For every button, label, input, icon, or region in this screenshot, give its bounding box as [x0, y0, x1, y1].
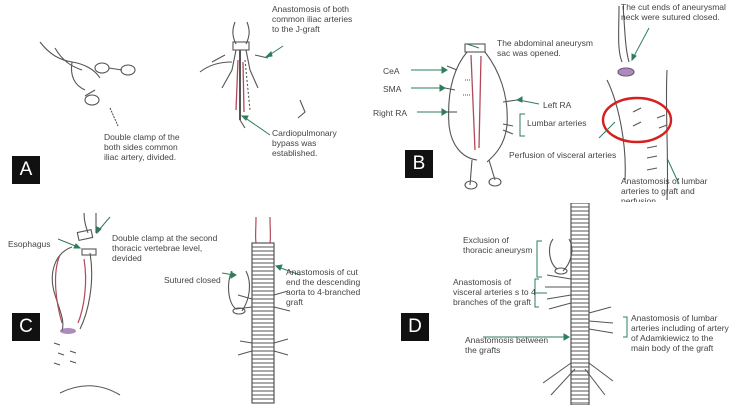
panel-d-between-note: Anastomosis between the grafts — [465, 335, 561, 355]
panel-c-sutured-label: Sutured closed — [164, 275, 221, 285]
panel-b-left-ra-label: Left RA — [543, 100, 571, 110]
panel-a-label: A — [12, 156, 40, 184]
branched-graft-c — [236, 217, 290, 403]
panel-c-label: C — [12, 313, 40, 341]
panel-b-sac-note: The abdominal aneurysm sac was opened. — [497, 38, 597, 58]
branched-graft-d — [543, 203, 613, 405]
panel-b-lumbar-graft-note: Anastomosis of lumbar arteries to graft … — [621, 176, 731, 202]
visceral-highlight-ring — [603, 98, 671, 142]
panel-d-lumbar-note: Anastomosis of lumbar arteries including… — [631, 313, 731, 353]
panel-a: A Double clamp of the both sides common … — [0, 0, 367, 202]
panel-a-bypass-note: Cardiopulmonary bypass was established. — [272, 128, 362, 158]
panel-d-visceral-note: Anastomosis of visceral arteries s to 4 … — [453, 277, 537, 307]
panel-a-anastomosis-note: Anastomosis of both common iliac arterie… — [272, 4, 358, 34]
panel-d: D Exclusion of thoracic aneurysm Anastom… — [367, 203, 734, 405]
panel-c: C Esophagus Double clamp at the second t… — [0, 203, 367, 405]
panel-b: B The abdominal aneurysm sac was opened.… — [367, 0, 734, 202]
panel-c-clamp-note: Double clamp at the second thoracic vert… — [112, 233, 228, 263]
panel-c-esophagus-label: Esophagus — [8, 239, 51, 249]
panel-b-cea-label: CeA — [383, 66, 400, 76]
panel-b-sma-label: SMA — [383, 84, 401, 94]
panel-d-exclusion-note: Exclusion of thoracic aneurysm — [463, 235, 539, 255]
panel-d-label: D — [401, 313, 429, 341]
panel-b-perfusion-label: Perfusion of visceral arteries — [509, 150, 616, 160]
panel-b-label: B — [405, 150, 433, 178]
panel-b-neck-note: The cut ends of aneurysmal neck were sut… — [621, 2, 729, 22]
panel-b-right-ra-label: Right RA — [373, 108, 407, 118]
panel-a-clamp-note: Double clamp of the both sides common il… — [104, 132, 182, 162]
panel-c-anastomosis-note: Anastomosis of cut end the descending ao… — [286, 267, 364, 307]
panel-b-lumbar-label: Lumbar arteries — [527, 118, 587, 128]
panel-d-illustration — [367, 203, 734, 405]
neck-suture-mark — [618, 68, 634, 76]
